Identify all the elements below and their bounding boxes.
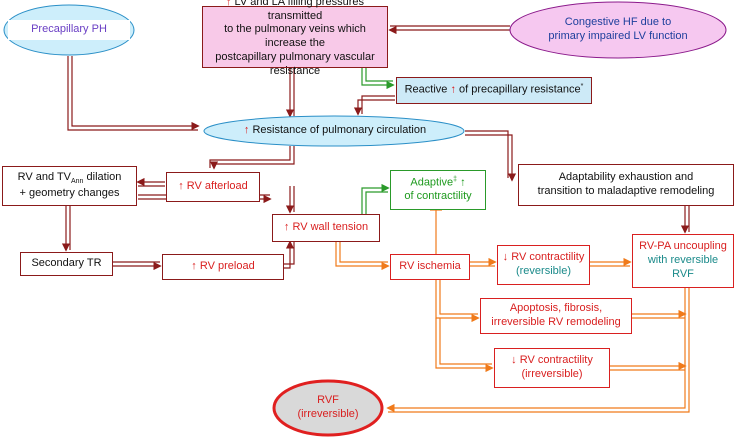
rvf-line2: (irreversible) <box>297 408 359 420</box>
reactive-footnote: * <box>580 83 584 91</box>
rv-tv-dilation-box: RV and TVAnn dilation + geometry changes <box>2 166 137 206</box>
rv-contractility-rev-box: ↓ RV contractility (reversible) <box>497 245 590 285</box>
adaptive-box: Adaptive‡ ↑ of contractility <box>390 170 486 210</box>
lv-la-line1: ↑ LV and LA filling pressures transmitte… <box>203 0 387 23</box>
adaptive-footnote: ‡ <box>453 175 458 183</box>
up-arrow-icon: ↑ <box>243 124 250 137</box>
adaptive-line1b: ↑ <box>457 176 466 189</box>
arrow-contractility-irrev-to-line <box>610 361 687 371</box>
rv-pa-uncoupling-box: RV-PA uncoupling with reversible RVF <box>632 234 734 288</box>
arrow-uncoupling-to-rvf <box>386 288 690 413</box>
adaptive-line2: of contractility <box>404 190 472 203</box>
arrow-ischemia-to-contractility-rev <box>470 257 497 267</box>
up-arrow-icon: ↑ <box>191 260 197 273</box>
arrow-adaptability-to-uncoupling <box>680 205 690 234</box>
arrow-apoptosis-to-line <box>632 309 687 319</box>
up-arrow-icon: ↑ <box>178 180 184 193</box>
reactive-text: Reactive ↑ of precapillary resistance* <box>405 83 584 97</box>
rv-contractility-irrev-line1: ↓ RV contractility <box>511 354 593 367</box>
reactive-box: Reactive ↑ of precapillary resistance* <box>396 77 592 104</box>
resistance-text: ↑ Resistance of pulmonary circulation <box>244 124 426 138</box>
rv-wall-tension-box: ↑ RV wall tension <box>272 214 380 242</box>
reactive-text2: of precapillary resistance <box>455 83 581 96</box>
arrow-lvla-to-resistance <box>285 68 295 118</box>
rv-contractility-irrev-line2: (irreversible) <box>521 368 583 380</box>
rvf-label: RVF (irreversible) <box>284 392 372 424</box>
apoptosis-line2: irreversible RV remodeling <box>491 316 621 328</box>
adaptive-line1: Adaptive‡ ↑ <box>410 176 465 190</box>
congestive-hf-line1: Congestive HF due to <box>564 16 672 29</box>
adaptability-line2: transition to maladaptive remodeling <box>537 185 715 197</box>
secondary-tr-text: Secondary TR <box>31 257 102 270</box>
up-arrow-icon: ↑ <box>226 0 232 8</box>
rvf-ellipse <box>272 379 384 437</box>
rv-preload-box: ↑ RV preload <box>162 254 284 280</box>
arrow-reactive-to-resistance <box>353 95 395 116</box>
adaptability-line1: Adaptability exhaustion and <box>558 171 694 184</box>
rv-wall-tension-label: RV wall tension <box>289 221 369 234</box>
rv-contractility-irrev-box: ↓ RV contractility (irreversible) <box>494 348 610 388</box>
arrow-tr-to-preload <box>113 261 162 271</box>
arrow-ischemia-to-apoptosis <box>435 280 480 323</box>
apoptosis-box: Apoptosis, fibrosis, irreversible RV rem… <box>480 298 632 334</box>
congestive-hf-line2: primary impaired LV function <box>548 30 688 42</box>
rv-pa-uncoupling-line3: RVF <box>672 267 694 280</box>
rv-tv-line2: + geometry changes <box>19 187 120 200</box>
rv-preload-label: RV preload <box>196 260 255 273</box>
reactive-text1: Reactive <box>404 83 451 96</box>
rv-wall-tension-text: ↑ RV wall tension <box>284 221 368 235</box>
up-arrow-icon: ↑ <box>450 83 456 96</box>
rv-afterload-label: RV afterload <box>183 180 248 193</box>
arrow-precap-to-resistance <box>67 56 200 131</box>
rv-afterload-text: ↑ RV afterload <box>178 180 248 194</box>
rv-tv-line1a: RV and TV <box>17 171 71 184</box>
rvf-line1: RVF <box>317 394 339 407</box>
lv-la-line2: to the pulmonary veins which increase th… <box>224 23 366 49</box>
rv-preload-text: ↑ RV preload <box>191 260 254 274</box>
arrow-hf-to-lvla <box>388 25 510 35</box>
rv-contractility-rev-line1: ↓ RV contractility <box>502 251 585 264</box>
adaptability-box: Adaptability exhaustion and transition t… <box>518 164 734 206</box>
arrow-preload-to-walltension <box>284 240 295 269</box>
arrow-contractility-rev-to-uncoupling <box>590 257 632 267</box>
congestive-hf-label: Congestive HF due to primary impaired LV… <box>515 12 721 48</box>
arrow-resistance-to-adaptability <box>465 130 517 182</box>
lv-la-line3: postcapillary pulmonary vascular resista… <box>215 50 375 77</box>
arrow-lvla-to-reactive <box>361 68 395 90</box>
rv-pa-uncoupling-line2: with reversible <box>647 254 719 267</box>
lv-la-line1-text: LV and LA filling pressures transmitted <box>231 0 364 22</box>
arrow-resistance-to-afterload <box>209 146 295 170</box>
rv-ischemia-text: RV ischemia <box>399 260 461 273</box>
resistance-label: ↑ Resistance of pulmonary circulation <box>210 122 460 140</box>
arrow-afterload-to-walltension <box>285 186 295 214</box>
rv-afterload-box: ↑ RV afterload <box>166 172 260 202</box>
arrow-ischemia-to-contractility-irrev <box>435 318 494 373</box>
rv-ischemia-box: RV ischemia <box>390 254 470 280</box>
resistance-text-body: Resistance of pulmonary circulation <box>249 124 427 137</box>
rv-pa-uncoupling-line1: RV-PA uncoupling <box>639 240 727 253</box>
congestive-hf-ellipse <box>509 1 727 59</box>
apoptosis-line1: Apoptosis, fibrosis, <box>509 302 603 315</box>
rv-tv-line1: RV and TVAnn dilation <box>18 171 122 187</box>
lv-la-pressure-box: ↑ LV and LA filling pressures transmitte… <box>202 0 388 77</box>
precap-ph-label: Precapillary PH <box>8 20 130 40</box>
precap-ph-text: Precapillary PH <box>31 23 107 36</box>
rv-contractility-rev-line2: (reversible) <box>515 265 571 277</box>
adaptive-line1a: Adaptive <box>410 176 454 189</box>
arrow-dilation-to-tr <box>61 205 71 252</box>
arrow-walltension-to-ischemia <box>335 242 390 271</box>
resistance-ellipse <box>203 115 465 147</box>
rv-tv-sub: Ann <box>71 178 84 186</box>
arrow-afterload-to-dilation <box>136 177 165 187</box>
up-arrow-icon: ↑ <box>283 221 290 234</box>
secondary-tr-box: Secondary TR <box>20 252 113 276</box>
rv-tv-line1b: dilation <box>83 171 122 184</box>
inhibit-adaptive-to-ischemia <box>430 209 442 255</box>
